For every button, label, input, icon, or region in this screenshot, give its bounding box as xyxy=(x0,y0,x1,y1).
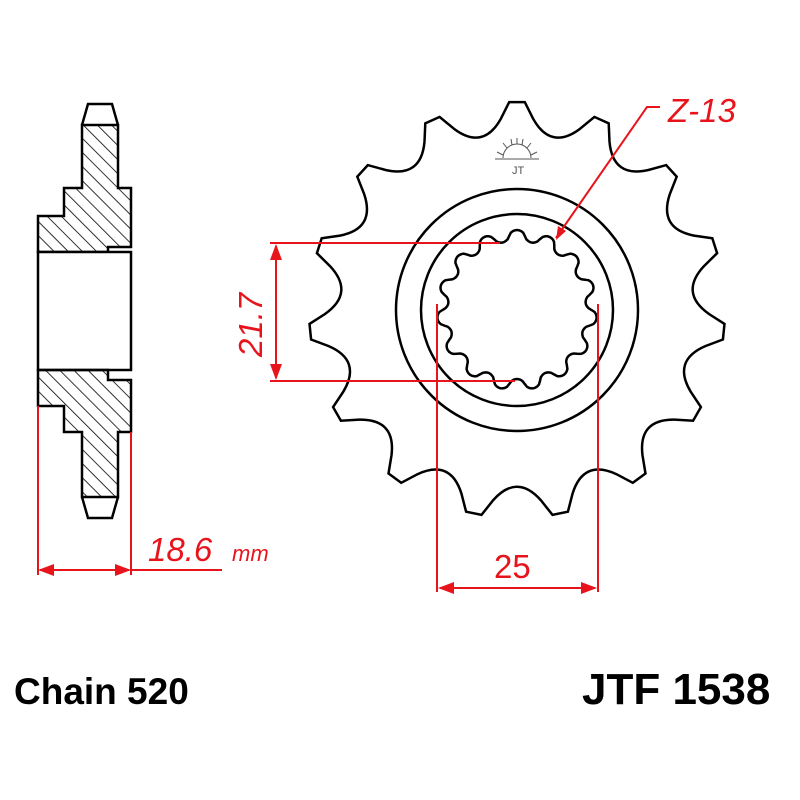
tooth-tip-bottom xyxy=(80,496,120,520)
chain-label: Chain 520 xyxy=(14,671,189,712)
teeth-count-label: Z-13 xyxy=(667,92,737,129)
side-section-view xyxy=(36,102,133,520)
hub-circle-outer xyxy=(394,187,640,433)
dimension-inner-height: 21.7 xyxy=(232,242,515,382)
tooth-tip-top xyxy=(80,102,120,126)
inner-width-value: 25 xyxy=(494,548,531,585)
inner-spline-profile xyxy=(436,228,598,390)
section-bottom-hatched xyxy=(36,368,133,499)
width-value: 18.6 xyxy=(148,531,213,568)
sunrise-logo-icon: JT xyxy=(495,138,539,177)
width-unit: mm xyxy=(232,541,269,566)
outer-teeth-profile xyxy=(308,100,726,517)
teeth-count-callout: Z-13 xyxy=(555,92,737,240)
section-top-hatched xyxy=(36,123,133,254)
hub-circle-inner xyxy=(419,212,615,408)
dimension-inner-width: 25 xyxy=(436,304,599,594)
section-bore xyxy=(36,250,133,372)
svg-text:JT: JT xyxy=(512,165,525,177)
front-view-sprocket: JT xyxy=(308,100,726,517)
inner-height-value: 21.7 xyxy=(232,291,269,358)
dimension-width: 18.6 mm xyxy=(37,406,269,576)
part-number: JTF 1538 xyxy=(582,665,770,714)
